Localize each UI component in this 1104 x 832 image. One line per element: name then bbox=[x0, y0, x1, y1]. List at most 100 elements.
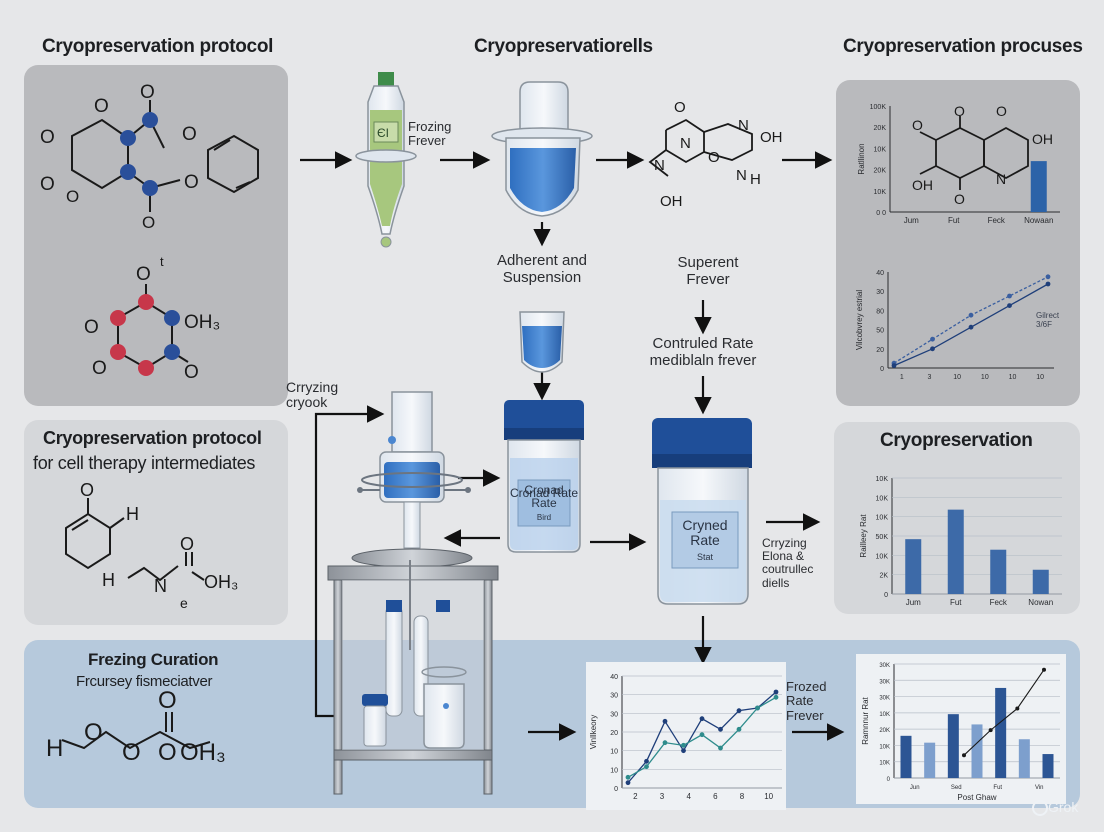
chart5-bar bbox=[1042, 754, 1054, 778]
tr-atom-oh2: OH bbox=[912, 177, 933, 193]
chart4-point bbox=[681, 748, 686, 754]
ring2-atom-o2: O bbox=[92, 358, 107, 379]
chart5-trend-point bbox=[1015, 706, 1020, 711]
chart4-point bbox=[718, 745, 723, 751]
chart4-xtick: 10 bbox=[764, 792, 773, 801]
chart2-point bbox=[1045, 274, 1051, 280]
chart1-ytick: 100K bbox=[870, 104, 887, 111]
chart5-bar bbox=[900, 735, 912, 778]
chart2-ytick: 40 bbox=[876, 270, 884, 277]
chart5-ytick: 10K bbox=[879, 761, 890, 767]
chart3-xtick: Jum bbox=[906, 598, 921, 607]
chart2-point bbox=[968, 324, 974, 330]
jar-right bbox=[652, 418, 752, 605]
ring2-atom-top: O bbox=[136, 264, 151, 285]
chart4-xtick: 3 bbox=[660, 792, 665, 801]
chart3-bar bbox=[947, 509, 964, 594]
chart2-series-line bbox=[893, 283, 1049, 367]
chart2-series-line bbox=[893, 276, 1049, 364]
chart4-ytick: 10 bbox=[610, 767, 618, 774]
chart4-background bbox=[586, 662, 786, 810]
chart4-point bbox=[699, 716, 705, 722]
watermark-icon bbox=[1032, 800, 1048, 816]
title-mid-left-2: for cell therapy intermediates bbox=[33, 453, 256, 473]
chart4-ytick: 0 bbox=[614, 786, 618, 793]
chart4-point bbox=[699, 732, 705, 738]
arrow-elbow bbox=[314, 405, 385, 718]
chart4-point bbox=[681, 742, 686, 748]
chart4-point bbox=[644, 758, 649, 764]
jar-right-text: Cryned Rate bbox=[682, 517, 728, 549]
title-top-left: Cryopreservation protocol bbox=[42, 36, 274, 57]
ml-atom-h1: H bbox=[126, 504, 139, 524]
chart5-bar bbox=[1018, 739, 1030, 778]
chart2-xtick: 3 bbox=[928, 374, 932, 381]
chart3-ytick: 10K bbox=[876, 476, 889, 483]
chart1-ylabel: Ratllinon bbox=[857, 143, 866, 174]
chart5-ytick: 20K bbox=[879, 728, 890, 734]
ring2-atom-o1: O bbox=[84, 317, 99, 338]
label-superent: Superent Frever bbox=[677, 254, 739, 288]
ml-atom-h2: H bbox=[102, 570, 115, 590]
label-frozed: Frozed Rate Frever bbox=[786, 679, 827, 723]
chart1-ytick: 10K bbox=[874, 189, 887, 196]
chart3-ytick: 2K bbox=[879, 573, 888, 580]
ring1-atom-o8: O bbox=[142, 213, 155, 232]
chart1-ytick: 0 0 bbox=[876, 210, 886, 217]
chart4-xtick: 2 bbox=[633, 792, 638, 801]
chart2-annotation: Gilrect 3/6F bbox=[1036, 311, 1060, 329]
chart2-point bbox=[1007, 303, 1012, 308]
chart3-bar bbox=[905, 539, 922, 594]
chart5-ytick: 30K bbox=[879, 679, 890, 685]
chart2-point bbox=[930, 346, 935, 352]
chart2-ytick: 80 bbox=[876, 308, 884, 315]
label-frozing-frever: Frozing Frever bbox=[408, 119, 452, 149]
title-mid-left-1: Cryopreservation protocol bbox=[43, 428, 262, 448]
chart5-xtick: Fut bbox=[993, 785, 1002, 791]
flow-atom-n3: N bbox=[654, 157, 665, 174]
tr-atom-oh1: OH bbox=[1032, 131, 1053, 147]
chart2-point bbox=[930, 336, 935, 342]
label-controlled: Contruled Rate mediblaln frever bbox=[649, 335, 757, 369]
jar-left-text: Cronad Rate bbox=[524, 483, 564, 511]
label-crying-flow: Crryzing Elona & coutrullec diells bbox=[762, 536, 814, 590]
chart5-bar bbox=[924, 742, 936, 778]
bl-molecule bbox=[61, 712, 211, 750]
chart2-ylabel: Vilcobvrey estrial bbox=[855, 290, 864, 351]
label-adherent: Adherent and Suspension bbox=[496, 252, 588, 286]
chart5-ytick: 10K bbox=[879, 712, 890, 718]
ml-molecule bbox=[65, 498, 205, 582]
chart1-bar bbox=[1030, 161, 1047, 212]
chart5-trend-point bbox=[962, 753, 966, 758]
chart3-ytick: 50K bbox=[876, 534, 889, 541]
chart1-ytick: 20K bbox=[874, 125, 887, 132]
panel-mid-left bbox=[24, 420, 288, 625]
chart4-point bbox=[625, 780, 631, 786]
chart5-ytick: 0 bbox=[887, 777, 891, 783]
flow-atom-o1: O bbox=[674, 99, 686, 116]
chart5-bar bbox=[947, 714, 959, 778]
bl-atom-h: H bbox=[46, 735, 63, 762]
tr-molecule bbox=[919, 116, 1029, 190]
ml-atom-e: e bbox=[180, 595, 188, 611]
chart3-ytick: 10K bbox=[876, 495, 889, 502]
chart5-xlabel: Post Ghaw bbox=[957, 793, 996, 802]
chart4-point bbox=[773, 694, 779, 700]
chart4-xtick: 8 bbox=[740, 792, 745, 801]
chart4-point bbox=[662, 740, 668, 746]
chart4-point bbox=[736, 708, 742, 714]
chart1-xtick: Feck bbox=[988, 216, 1006, 225]
apparatus bbox=[327, 391, 499, 795]
chart2-point bbox=[1007, 293, 1012, 299]
chart3-ytick: 10K bbox=[876, 515, 889, 522]
ring1-atom-o3: O bbox=[40, 174, 55, 195]
chart1-xtick: Nowaan bbox=[1024, 216, 1053, 225]
chart5-trend-point bbox=[1042, 667, 1046, 672]
chart3-xtick: Nowan bbox=[1028, 598, 1053, 607]
vial-tag: ЄI bbox=[377, 126, 389, 140]
jar-left-sub: Bird bbox=[537, 513, 551, 522]
flow-atom-h: H bbox=[750, 171, 761, 188]
